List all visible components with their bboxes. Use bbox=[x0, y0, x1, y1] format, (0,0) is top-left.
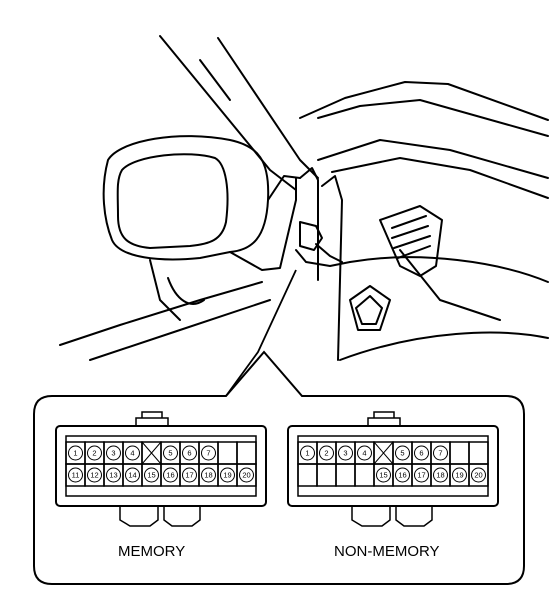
memory-pin-label: 2 bbox=[92, 449, 96, 458]
memory-pin-circle bbox=[125, 445, 140, 461]
non-memory-pin-circle bbox=[319, 445, 334, 461]
non-memory-pin-label: 7 bbox=[438, 449, 442, 458]
memory-pin-label: 11 bbox=[72, 471, 80, 480]
memory-pin-circle bbox=[201, 467, 216, 483]
memory-pin-circle bbox=[87, 445, 102, 461]
memory-pin-label: 6 bbox=[187, 449, 191, 458]
non-memory-pin-circle bbox=[452, 467, 467, 483]
memory-pin-circle bbox=[182, 467, 197, 483]
memory-pin-label: 3 bbox=[111, 449, 115, 458]
memory-pin-circle bbox=[125, 467, 140, 483]
non-memory-pin-label: 15 bbox=[379, 471, 387, 480]
non-memory-pin-label: 18 bbox=[436, 471, 444, 480]
memory-cavity bbox=[236, 463, 257, 487]
non-memory-cavity bbox=[468, 463, 489, 487]
non-memory-pin-label: 1 bbox=[305, 449, 309, 458]
memory-pin-circle bbox=[201, 445, 216, 461]
non-memory-pin-label: 6 bbox=[419, 449, 423, 458]
non-memory-pin-label: 17 bbox=[417, 471, 425, 480]
memory-pin-label: 20 bbox=[242, 471, 250, 480]
memory-pin-circle bbox=[87, 467, 102, 483]
callout-frame bbox=[33, 350, 525, 585]
memory-pin-label: 17 bbox=[185, 471, 193, 480]
non-memory-blocked-cavity bbox=[373, 441, 394, 465]
non-memory-pin-circle bbox=[376, 467, 391, 483]
memory-pin-label: 12 bbox=[90, 471, 98, 480]
non-memory-pin-circle bbox=[433, 445, 448, 461]
memory-pin-label: 18 bbox=[204, 471, 212, 480]
non-memory-pin-label: 3 bbox=[343, 449, 347, 458]
non-memory-label: NON-MEMORY bbox=[334, 543, 440, 560]
non-memory-pin-label: 19 bbox=[455, 471, 463, 480]
non-memory-pin-circle bbox=[471, 467, 486, 483]
non-memory-pin-circle bbox=[414, 467, 429, 483]
door-mirror-illustration bbox=[59, 35, 549, 361]
non-memory-pin-circle bbox=[395, 467, 410, 483]
memory-pin-circle bbox=[144, 467, 159, 483]
memory-blocked-cavity bbox=[141, 441, 162, 465]
memory-pin-label: 7 bbox=[206, 449, 210, 458]
memory-pin-circle bbox=[106, 467, 121, 483]
memory-pin-circle bbox=[163, 445, 178, 461]
memory-connector bbox=[55, 411, 267, 527]
non-memory-pin-circle bbox=[357, 445, 372, 461]
memory-pin-circle bbox=[68, 445, 83, 461]
memory-pin-circle bbox=[106, 445, 121, 461]
non-memory-pin-label: 20 bbox=[474, 471, 482, 480]
leader-line bbox=[225, 269, 297, 397]
memory-pin-label: 14 bbox=[128, 471, 136, 480]
memory-pin-label: 4 bbox=[130, 449, 134, 458]
non-memory-pin-labels: 1 2 3 4 5 6 7 15 16 17 18 19 20 bbox=[300, 441, 486, 483]
non-memory-pin-label: 2 bbox=[324, 449, 328, 458]
memory-pin-circle bbox=[163, 467, 178, 483]
memory-pin-circle bbox=[239, 467, 254, 483]
memory-pin-label: 5 bbox=[168, 449, 172, 458]
non-memory-pin-circle bbox=[414, 445, 429, 461]
non-memory-pin-label: 5 bbox=[400, 449, 404, 458]
memory-pin-label: 13 bbox=[109, 471, 117, 480]
non-memory-pin-circle bbox=[338, 445, 353, 461]
memory-pin-label: 19 bbox=[223, 471, 231, 480]
memory-label: MEMORY bbox=[118, 543, 185, 560]
non-memory-pin-circle bbox=[433, 467, 448, 483]
memory-pin-label: 16 bbox=[166, 471, 174, 480]
memory-pin-label: 15 bbox=[147, 471, 155, 480]
memory-pin-circle bbox=[182, 445, 197, 461]
non-memory-pin-circle bbox=[300, 445, 315, 461]
non-memory-pin-label: 4 bbox=[362, 449, 366, 458]
memory-pin-label: 1 bbox=[73, 449, 77, 458]
non-memory-pin-label: 16 bbox=[398, 471, 406, 480]
non-memory-pin-circle bbox=[395, 445, 410, 461]
memory-pin-circle bbox=[68, 467, 83, 483]
non-memory-connector bbox=[287, 411, 499, 527]
memory-pin-circle bbox=[220, 467, 235, 483]
